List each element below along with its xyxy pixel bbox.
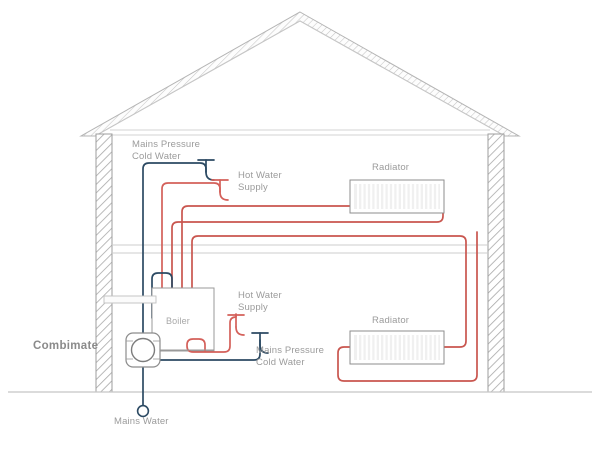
- cold-water-pipes: [142, 162, 261, 408]
- label-combimate: Combimate: [33, 340, 99, 352]
- label-radiator-lower: Radiator: [372, 315, 410, 326]
- radiator-upper: [349, 179, 445, 214]
- tap-hot-lower: [227, 314, 245, 336]
- label-mains-pressure-cold-water-top: Mains Pressure Cold Water: [132, 139, 201, 162]
- pipe-lower-radiator-flow: [191, 235, 467, 348]
- roof: [79, 11, 521, 137]
- roof-inner-line-right: [299, 20, 506, 137]
- radiator-upper-fins: [356, 184, 439, 209]
- tap-cold-lower: [251, 332, 269, 354]
- combimate-unit: [125, 332, 214, 368]
- mains-water-terminal: [136, 404, 150, 418]
- roof-outline: [79, 11, 521, 137]
- tap-hot-upper: [211, 179, 229, 201]
- right-wall: [487, 133, 505, 393]
- pipe-upper-radiator-return: [171, 195, 444, 323]
- roof-inner-line-left: [94, 20, 301, 137]
- ceiling-tie: [110, 129, 490, 136]
- floor-divider: [112, 244, 488, 254]
- label-mains-pressure-cold-water-bottom: Mains Pressure Cold Water: [256, 345, 325, 368]
- pipe-lower-radiator-return: [337, 231, 478, 382]
- label-radiator-upper: Radiator: [372, 162, 410, 173]
- hot-water-lower-pipe: [186, 313, 237, 353]
- label-boiler: Boiler: [166, 316, 190, 326]
- label-mains-water: Mains Water: [114, 416, 169, 427]
- label-hot-water-supply-top: Hot Water Supply: [238, 170, 282, 193]
- boiler-flue-stub: [103, 295, 157, 304]
- label-hot-water-supply-bottom: Hot Water Supply: [238, 290, 282, 313]
- radiator-lower-fins: [356, 335, 439, 360]
- radiator-lower: [349, 330, 445, 365]
- left-wall: [95, 133, 113, 393]
